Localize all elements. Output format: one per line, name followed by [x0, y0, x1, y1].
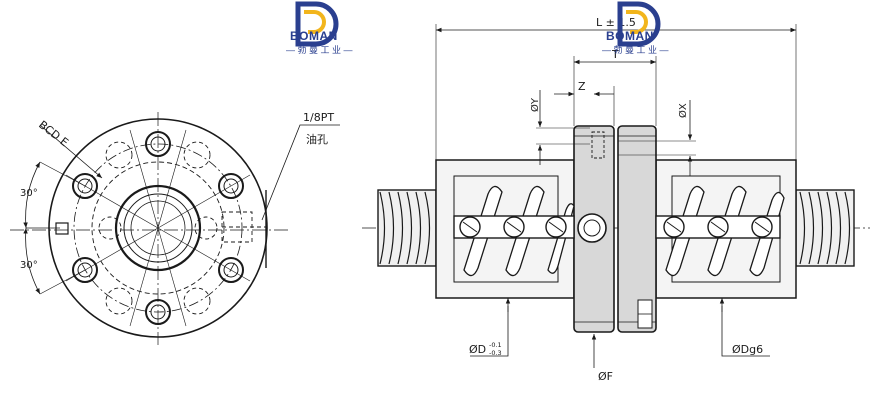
- length-label: L ± 1.5: [596, 16, 636, 29]
- dimensions: [435, 24, 797, 368]
- y-label: ØY: [529, 97, 541, 112]
- brand-logo: BOMAN — 勃 曼 工 业 —: [286, 1, 353, 55]
- bcd-label: BCD E: [36, 118, 71, 149]
- front-view: [10, 112, 340, 345]
- ball: [459, 216, 481, 238]
- ball: [663, 216, 685, 238]
- screw-right: [795, 189, 855, 267]
- f-label: ØF: [598, 370, 613, 383]
- screw-minor-circle: [130, 200, 186, 256]
- angle-top-label: 30°: [20, 188, 38, 199]
- bolt-hole: [72, 173, 98, 199]
- logo-subtitle-text: — 勃 曼 工 业 —: [286, 44, 353, 55]
- oil-hole-cn-label: 油孔: [306, 132, 328, 146]
- dg-label: ØDg6: [732, 343, 763, 356]
- angle-arc-top: [23, 161, 41, 229]
- side-view: [362, 24, 870, 368]
- angle-bottom-label: 30°: [20, 260, 38, 271]
- logo-subtitle-text: — 勃 曼 工 业 —: [602, 44, 669, 55]
- balls: [459, 216, 773, 238]
- ball: [503, 216, 525, 238]
- oil-hole-leader: [261, 124, 340, 221]
- key-slot: [55, 222, 69, 235]
- bcd-leader: [39, 124, 103, 179]
- z-label: Z: [578, 80, 586, 93]
- bolt-hole: [218, 257, 244, 283]
- hidden-body-circle: [91, 161, 225, 295]
- ball: [707, 216, 729, 238]
- screw-major-circle: [123, 193, 193, 263]
- d-tolerance-upper: -0.1: [489, 341, 502, 349]
- logo-brand-text: BOMAN: [606, 29, 654, 43]
- bolt-circle: [73, 143, 243, 313]
- brand-logo-watermark: BOMAN — 勃 曼 工 业 —: [602, 1, 669, 55]
- logo-brand-text: BOMAN: [290, 29, 338, 43]
- d-label: ØD: [469, 343, 486, 356]
- bolt-holes: [72, 131, 244, 325]
- t-label: T: [611, 48, 619, 61]
- angle-arc-bottom: [23, 227, 41, 295]
- logo-mark-icon: [617, 1, 661, 47]
- ball: [751, 216, 773, 238]
- bolt-hole: [145, 299, 171, 325]
- nut-bore: [114, 184, 202, 272]
- screw-left: [377, 189, 437, 267]
- d-tolerance-lower: -0.3: [489, 349, 502, 357]
- bolt-hole: [218, 173, 244, 199]
- flange-oil-hole: [577, 213, 607, 243]
- ball: [545, 216, 567, 238]
- hidden-holes: [98, 141, 218, 315]
- bolt-hole: [72, 257, 98, 283]
- oil-hole-size-label: 1/8PT: [303, 111, 334, 124]
- x-label: ØX: [677, 103, 689, 118]
- bolt-hole: [145, 131, 171, 157]
- logo-mark-icon: [295, 1, 339, 47]
